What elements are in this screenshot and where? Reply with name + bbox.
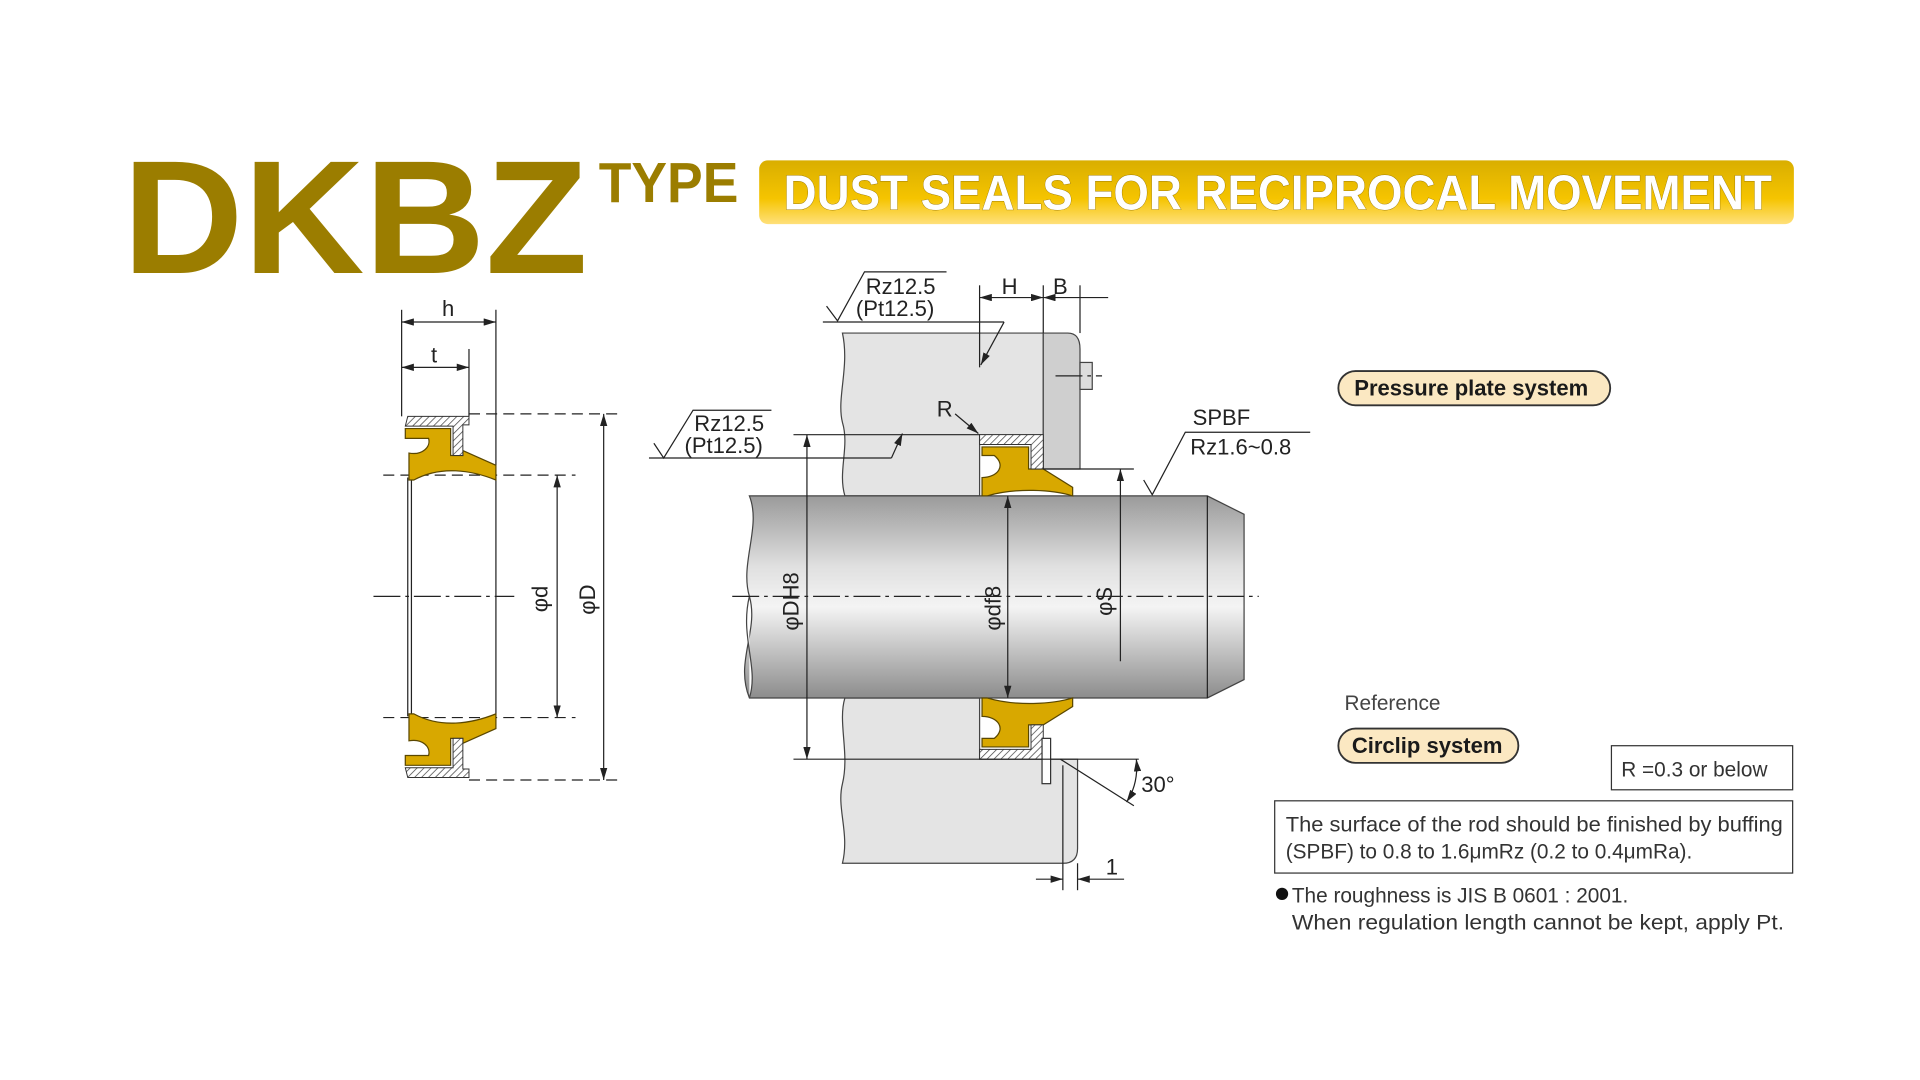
title-block: DKBZ TYPE DUST SEALS FOR RECIPROCAL MOVE… xyxy=(122,128,1794,308)
dim-DH8: φDH8 xyxy=(778,572,803,630)
pressure-plate xyxy=(1042,332,1081,470)
dim-S: φS xyxy=(1092,587,1117,616)
surface-note-box xyxy=(1274,800,1794,874)
circlip-badge xyxy=(1337,727,1520,764)
dim-d: φd xyxy=(527,586,552,613)
reference-label: Reference xyxy=(1344,692,1440,715)
seal-lip-top xyxy=(404,427,497,481)
roughness-top-rz: Rz12.5 xyxy=(866,274,936,299)
metal-case-bottom xyxy=(404,737,470,779)
gap-label: 1 xyxy=(1106,854,1118,879)
bullet-icon xyxy=(1275,887,1289,900)
pt-note: When regulation length cannot be kept, a… xyxy=(1292,911,1784,934)
housing-bottom xyxy=(840,697,1079,864)
dim-t: t xyxy=(431,342,437,367)
legend: Pressure plate system Reference Circlip … xyxy=(1274,370,1794,934)
dim-D: φD xyxy=(575,584,600,614)
metal-case-top xyxy=(404,415,470,456)
installation-drawing: H B Rz12.5 (Pt12.5) Rz12.5 (Pt12.5) R SP… xyxy=(648,271,1311,891)
model-name: DKBZ xyxy=(122,128,587,308)
dim-df8: φdf8 xyxy=(980,586,1005,631)
spbf-label: SPBF xyxy=(1193,405,1251,430)
seal-cross-section: h t φd φD xyxy=(373,296,620,781)
title-banner-text: DUST SEALS FOR RECIPROCAL MOVEMENT xyxy=(784,166,1772,220)
roughness-left-pt: (Pt12.5) xyxy=(684,433,762,458)
r-note-box xyxy=(1610,745,1794,791)
type-label: TYPE xyxy=(599,151,739,214)
dim-H: H xyxy=(1002,274,1018,299)
installed-seal-bottom xyxy=(981,697,1074,748)
surface-note-line-2: (SPBF) to 0.8 to 1.6μmRz (0.2 to 0.4μmRa… xyxy=(1286,840,1693,863)
dim-h: h xyxy=(442,296,454,321)
title-banner xyxy=(759,160,1794,225)
dim-B: B xyxy=(1053,274,1068,299)
angle-label: 30° xyxy=(1141,772,1174,797)
pressure-plate-label: Pressure plate system xyxy=(1354,376,1588,401)
seal-lip-bottom xyxy=(404,712,497,766)
pressure-plate-badge xyxy=(1337,370,1612,407)
roughness-top-pt: (Pt12.5) xyxy=(856,296,934,321)
r-note: R =0.3 or below xyxy=(1621,758,1768,781)
roughness-left-rz: Rz12.5 xyxy=(694,411,764,436)
roughness-standard-note: The roughness is JIS B 0601 : 2001. xyxy=(1292,884,1628,907)
circlip-label: Circlip system xyxy=(1352,733,1503,758)
surface-note-line-1: The surface of the rod should be finishe… xyxy=(1286,813,1783,836)
installed-seal-top xyxy=(981,446,1074,497)
circlip xyxy=(1041,737,1052,785)
spbf-value: Rz1.6~0.8 xyxy=(1190,434,1291,459)
radius-label: R xyxy=(937,396,953,421)
